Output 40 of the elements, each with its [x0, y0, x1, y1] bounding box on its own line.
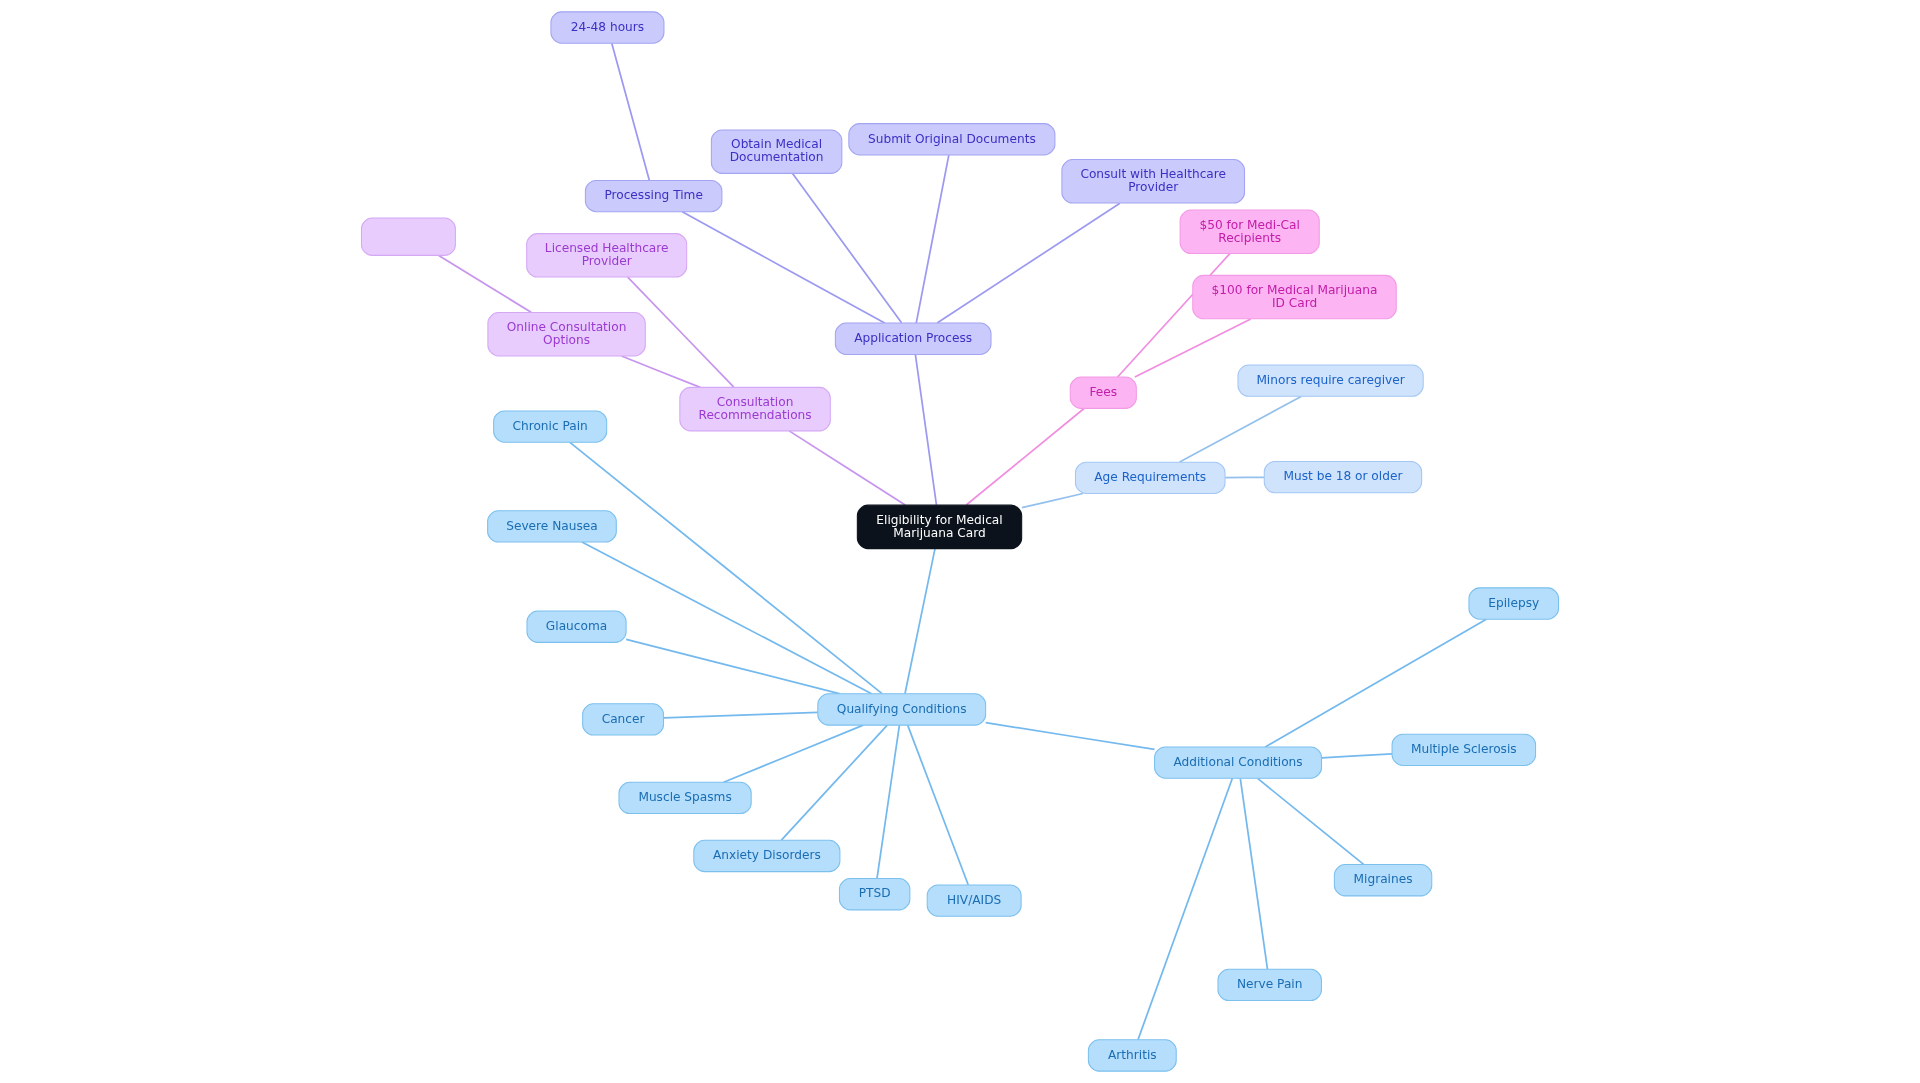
node-box: Muscle Spasms: [618, 781, 752, 815]
node-box: Fees: [1069, 376, 1137, 409]
connector: [1021, 492, 1084, 509]
node-box: Submit Original Documents: [848, 123, 1056, 156]
node-box: Additional Conditions: [1154, 746, 1323, 779]
node-box: Epilepsy: [1468, 587, 1560, 620]
node-box: PTSD: [838, 878, 911, 911]
connector: [1134, 318, 1252, 378]
node-box: Nerve Pain: [1217, 968, 1322, 1002]
node-box: 24-48 hours: [550, 11, 665, 44]
node-box: Arthritis: [1087, 1039, 1177, 1072]
node-box: Processing Time: [584, 179, 723, 213]
node-box: Cancer: [582, 703, 665, 736]
node-box: Obtain Medical Documentation: [710, 129, 843, 174]
node-box: Licensed Healthcare Provider: [526, 233, 688, 278]
node-box: Chronic Pain: [493, 410, 608, 443]
node-box: Severe Nausea: [487, 510, 617, 543]
node-box: Qualifying Conditions: [817, 693, 987, 726]
connector: [984, 721, 1156, 751]
node-box: $50 for Medi-Cal Recipients: [1179, 209, 1320, 255]
node-box: Eligibility for Medical Marijuana Card: [856, 504, 1023, 550]
node-box: Multiple Sclerosis: [1391, 733, 1537, 766]
node-box: HIV/AIDS: [926, 884, 1022, 917]
connector: [1320, 753, 1393, 759]
node-box: Consult with Healthcare Provider: [1061, 159, 1246, 204]
node-box: [360, 217, 456, 256]
node-box: Minors require caregiver: [1237, 364, 1424, 397]
node-box: Application Process: [834, 322, 992, 355]
node-box: Migraines: [1333, 864, 1433, 897]
connector: [915, 154, 950, 324]
connector: [1224, 476, 1265, 479]
connector: [788, 430, 907, 506]
node-box: Anxiety Disorders: [693, 839, 841, 873]
node-box: Must be 18 or older: [1263, 460, 1423, 494]
node-box: Online Consultation Options: [487, 312, 646, 357]
node-box: $100 for Medical Marijuana ID Card: [1192, 274, 1397, 320]
connector: [662, 711, 819, 719]
node-box: Age Requirements: [1074, 461, 1226, 494]
node-box: Glaucoma: [526, 610, 627, 643]
node-box: Consultation Recommendations: [679, 386, 831, 432]
